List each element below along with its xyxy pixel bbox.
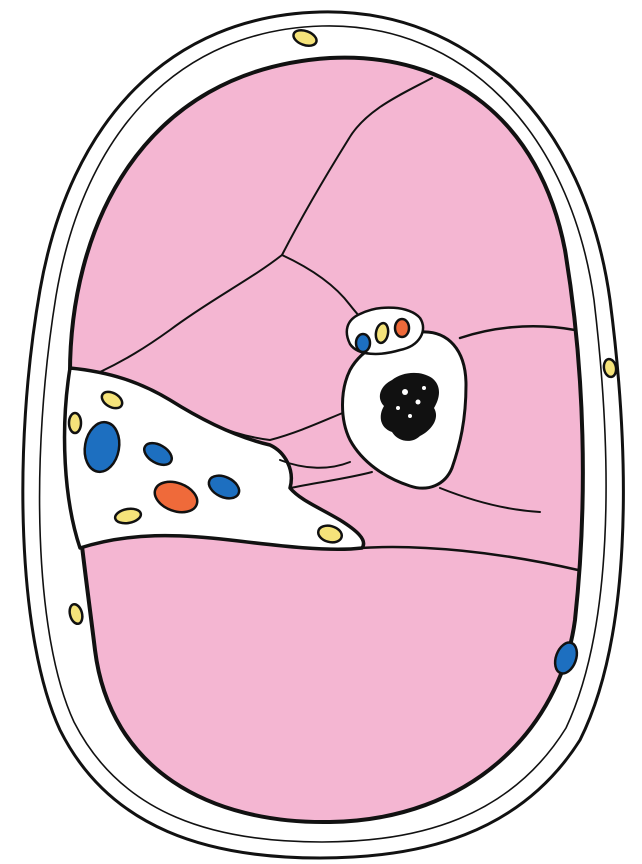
nerve-cross-section-2 xyxy=(603,358,618,378)
artery-cross-section-15 xyxy=(395,319,409,337)
nerve-cross-section-6 xyxy=(69,413,81,433)
nerve-cross-section-3 xyxy=(68,603,85,625)
nerve-cross-section-1 xyxy=(291,27,318,48)
vein-cross-section-13 xyxy=(356,334,370,352)
